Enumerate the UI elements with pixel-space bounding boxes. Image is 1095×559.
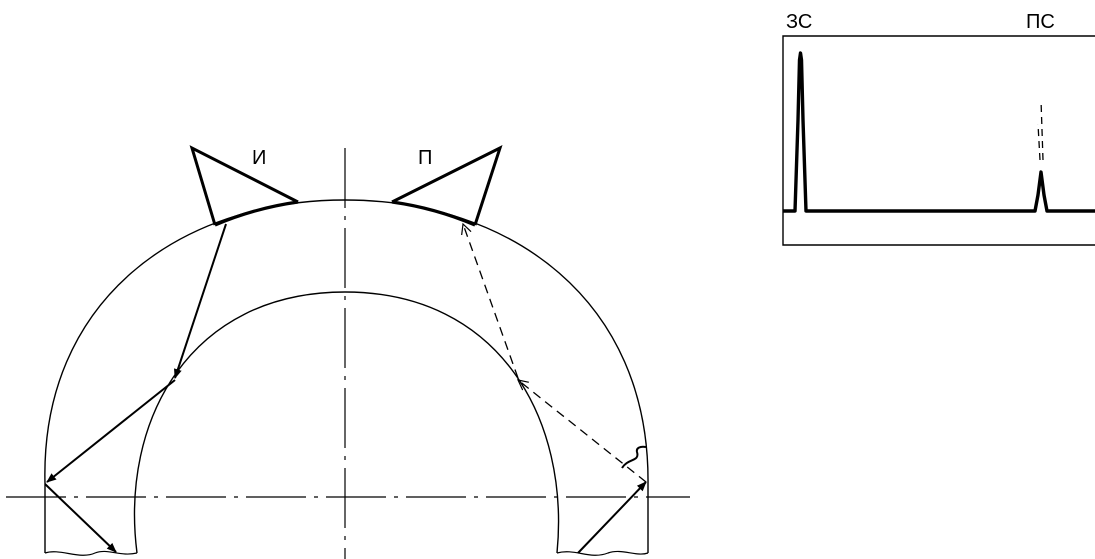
beam-to-defect — [577, 481, 647, 554]
emitter-label: И — [252, 147, 266, 169]
emitter-probe: И — [189, 145, 299, 227]
break-line-right — [556, 550, 649, 556]
beam-segment-2 — [46, 379, 176, 483]
sweep-trace — [783, 51, 1095, 213]
right-pulse-label: ПС — [1026, 11, 1055, 33]
echo-segment-2 — [463, 224, 519, 379]
reflected-beam — [463, 224, 647, 554]
screen-frame — [782, 35, 1095, 246]
flaw-gate-right — [1040, 99, 1044, 161]
pipe-section — [44, 199, 649, 556]
left-pulse-label: ЗС — [786, 11, 812, 33]
inner-surface — [133, 291, 560, 554]
receiver-probe: П — [391, 145, 503, 227]
flaw-gate-left — [1037, 123, 1041, 161]
beam-segment-1 — [174, 223, 227, 379]
receiver-contact-surface — [391, 200, 476, 227]
incident-beam — [44, 223, 227, 553]
emitter-contact-surface — [214, 200, 299, 227]
beam-segment-3 — [44, 483, 117, 553]
oscilloscope-screen: ЗС ПС — [782, 11, 1095, 246]
break-line-left — [44, 550, 138, 556]
echo-segment-1 — [518, 380, 647, 483]
defect-mark — [621, 445, 647, 469]
center-lines — [6, 148, 690, 559]
receiver-label: П — [418, 147, 432, 169]
